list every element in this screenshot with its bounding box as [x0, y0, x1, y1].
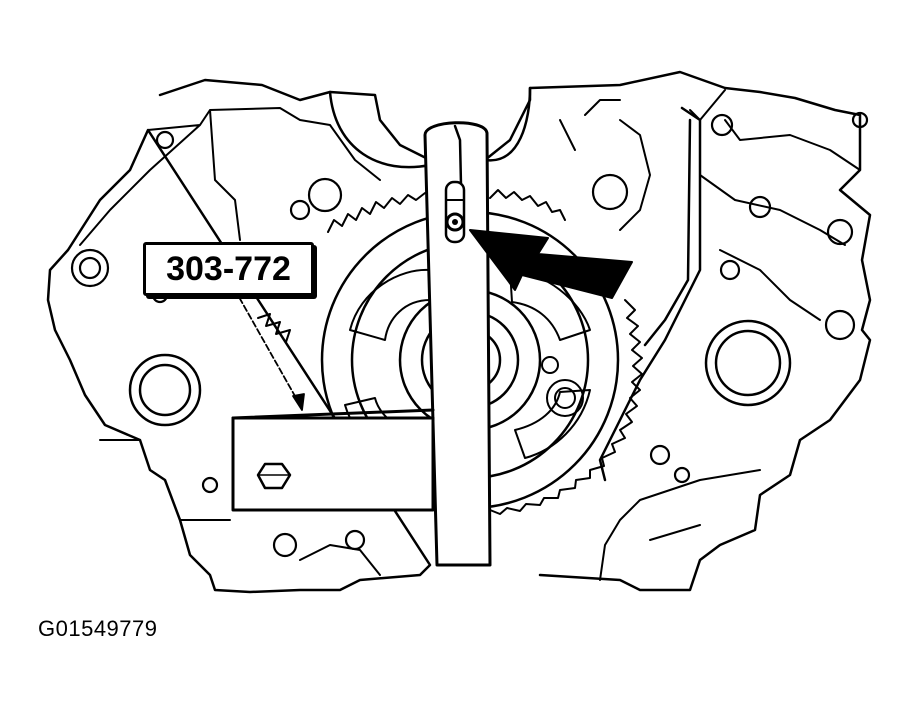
bolt-icon	[256, 462, 292, 490]
holding-bracket[interactable]	[231, 408, 435, 512]
alignment-tool[interactable]	[423, 121, 492, 567]
leader-arrow	[234, 289, 305, 411]
tool-number-callout: 303-772	[143, 242, 314, 296]
cylinder-bores	[128, 319, 792, 427]
timing-pin-icon	[445, 212, 465, 232]
block-bolt-holes	[70, 111, 869, 558]
figure-id: G01549779	[38, 616, 158, 641]
cam-journals	[328, 86, 532, 169]
chain-guide	[598, 106, 702, 482]
arrow-icon	[469, 229, 633, 299]
